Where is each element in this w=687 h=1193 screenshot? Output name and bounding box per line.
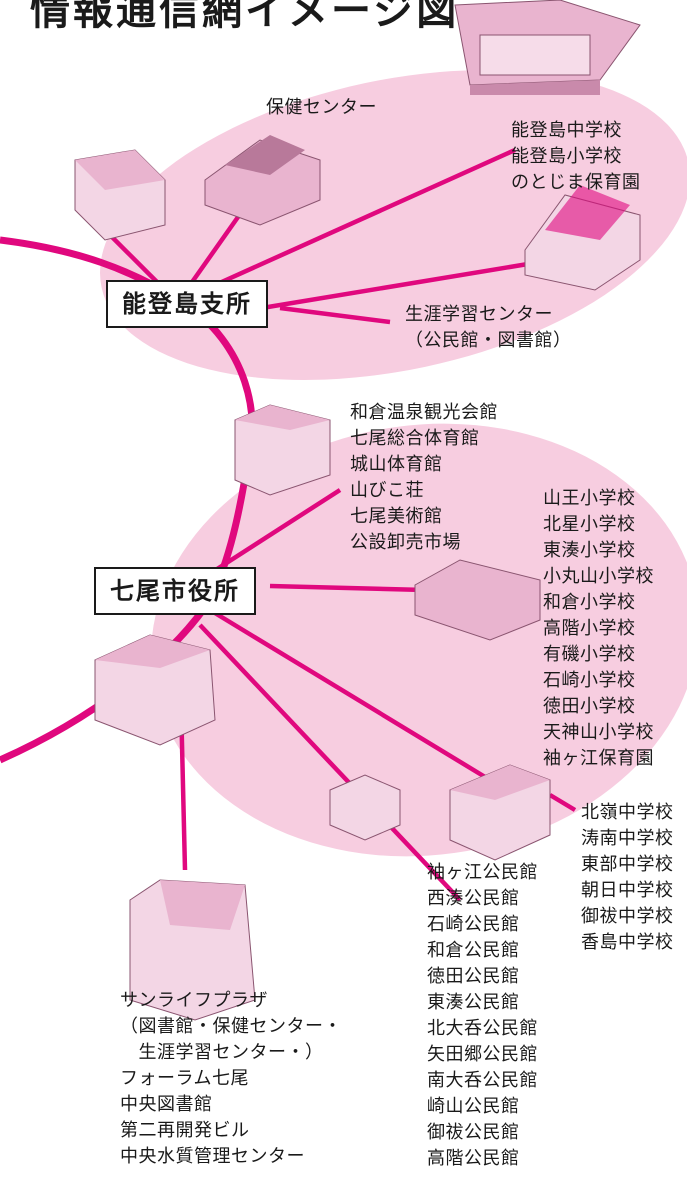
building-city-hall [94,634,216,746]
link-facilities [198,488,342,582]
building-hoken [204,135,321,226]
hub-nanao: 七尾市役所 [94,567,256,615]
building-school-noto [524,185,641,291]
label-junior-high: 北嶺中学校 涛南中学校 東部中学校 朝日中学校 御祓中学校 香島中学校 [581,802,674,953]
building-sunlife [129,879,256,1021]
label-kominkan: 袖ヶ江公民館 西湊公民館 石崎公民館 和倉公民館 徳田公民館 東湊公民館 北大呑… [427,862,538,1169]
building-kominkan [329,774,401,841]
nanao-area [151,423,687,857]
building-top [454,0,641,95]
link-school-bldg [249,259,541,313]
building-facility [234,404,331,496]
link-elementary [269,583,426,593]
label-shogai-center: 生涯学習センター （公民館・図書館） [405,304,572,351]
label-elementary: 山王小学校 北星小学校 東湊小学校 小丸山小学校 和倉小学校 高階小学校 有磯小… [543,488,654,769]
label-sunlife: サンライフプラザ （図書館・保健センター・ 生涯学習センター・） フォーラム七尾… [120,990,342,1167]
label-facilities: 和倉温泉観光会館 七尾総合体育館 城山体育館 山びこ荘 七尾美術館 公設卸売市場 [350,402,498,553]
hub-notojima: 能登島支所 [106,280,268,328]
label-hoken-center: 保健センター [266,97,377,118]
link-shogai-center [279,305,391,325]
building-junior-high [449,764,551,861]
link-junior-high [208,608,492,782]
building-elementary [414,559,541,641]
building-office [74,149,166,241]
link-notojima-schools [214,147,516,288]
label-notojima-schools: 能登島中学校 能登島小学校 のとじま保育園 [511,120,641,193]
link-kominkan [198,623,462,902]
page-title: 情報通信網イメージ図 [30,0,460,34]
link-jhs-list [548,793,577,812]
